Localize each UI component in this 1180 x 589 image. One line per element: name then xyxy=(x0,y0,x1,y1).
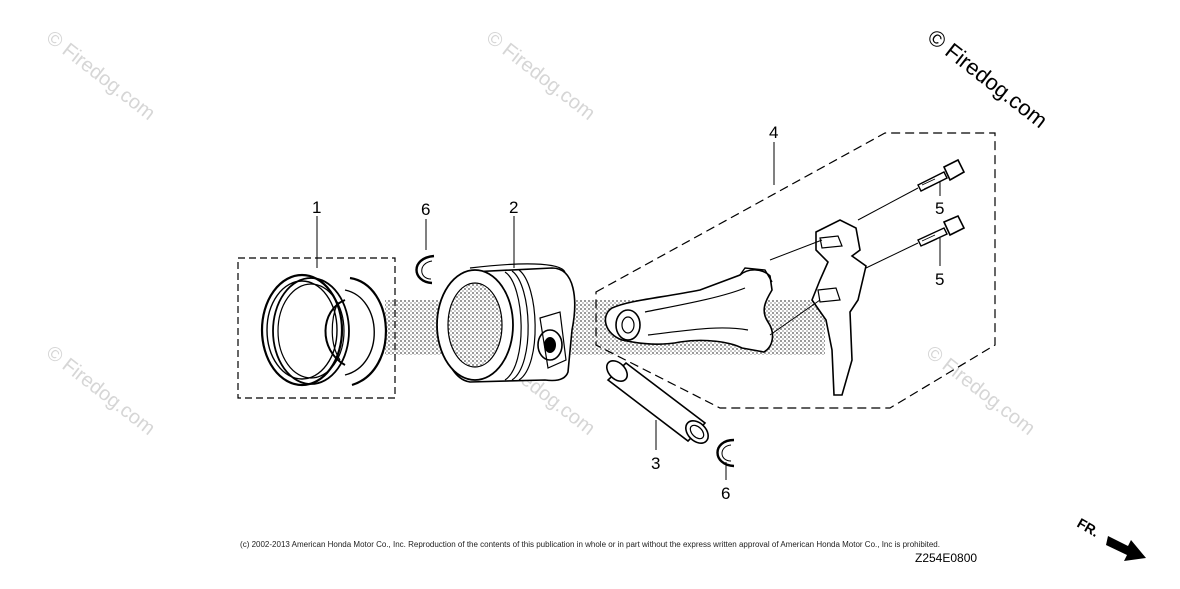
front-label: FR. xyxy=(1075,515,1103,540)
front-direction-indicator: FR. xyxy=(1075,515,1146,561)
connecting-rod-assembly[interactable] xyxy=(595,132,996,409)
callout-4[interactable]: 4 xyxy=(769,123,778,142)
callout-1[interactable]: 1 xyxy=(312,198,321,217)
watermark-text: © Firedog.com xyxy=(922,342,1039,440)
watermark-text: © Firedog.com xyxy=(42,27,159,125)
rod-bolt-lower[interactable] xyxy=(865,214,966,269)
pin-clip-upper[interactable] xyxy=(415,254,435,285)
piston-ring-set[interactable] xyxy=(237,257,396,399)
pin-clip-lower[interactable] xyxy=(716,438,735,468)
piston-pin[interactable] xyxy=(603,357,713,448)
callout-3[interactable]: 3 xyxy=(651,454,660,473)
callout-5-lower[interactable]: 5 xyxy=(935,270,944,289)
callout-2[interactable]: 2 xyxy=(509,198,518,217)
copyright-notice: (c) 2002-2013 American Honda Motor Co., … xyxy=(240,540,940,549)
piston[interactable] xyxy=(436,263,576,383)
watermark-text: © Firedog.com xyxy=(482,27,599,125)
callout-5-upper[interactable]: 5 xyxy=(935,199,944,218)
diagram-code: Z254E0800 xyxy=(915,551,978,565)
watermark-text: © Firedog.com xyxy=(42,342,159,440)
front-arrow-icon xyxy=(1106,536,1146,561)
rod-bolt-upper[interactable] xyxy=(857,158,966,221)
callout-6-lower[interactable]: 6 xyxy=(721,484,730,503)
callout-6-upper[interactable]: 6 xyxy=(421,200,430,219)
watermark-text-prominent: © Firedog.com xyxy=(923,24,1052,133)
